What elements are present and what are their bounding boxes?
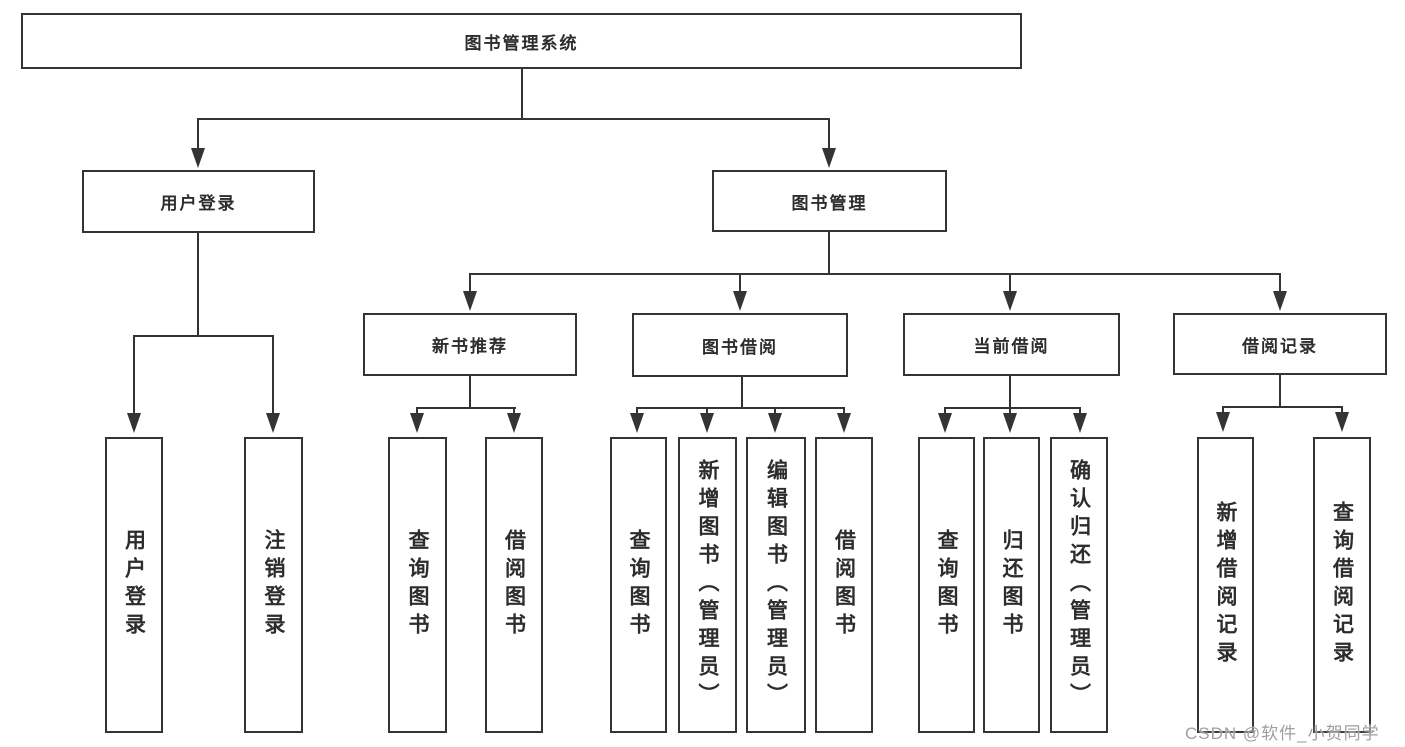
connector-line: [197, 233, 199, 337]
connector-line: [741, 377, 743, 409]
leaf-label: 归还图书: [1000, 529, 1023, 641]
leaf-label: 确认归还（管理员）: [1067, 459, 1091, 711]
arrow-down-icon: [191, 148, 205, 168]
leaf-label: 编辑图书（管理员）: [764, 459, 788, 711]
arrow-down-icon: [822, 148, 836, 168]
connector-line: [774, 409, 776, 415]
connector-line: [272, 337, 274, 415]
arrow-down-icon: [700, 413, 714, 433]
connector-line: [1222, 406, 1343, 408]
connector-line: [1009, 275, 1011, 293]
connector-line: [1279, 275, 1281, 293]
leaf-return-books: 归还图书: [983, 437, 1040, 733]
connector-line: [1222, 408, 1224, 414]
arrow-down-icon: [1003, 291, 1017, 311]
leaf-label: 查询借阅记录: [1330, 501, 1354, 669]
connector-line: [636, 407, 845, 409]
connector-line: [197, 118, 199, 150]
arrow-down-icon: [1273, 291, 1287, 311]
leaf-label: 新增借阅记录: [1214, 501, 1237, 669]
node-user-login: 用户登录: [82, 170, 315, 233]
connector-line: [1079, 409, 1081, 415]
node-new-book-recommendation: 新书推荐: [363, 313, 577, 376]
leaf-add-borrow-record: 新增借阅记录: [1197, 437, 1254, 733]
node-label: 新书推荐: [432, 337, 508, 356]
leaf-borrow-books-borrowing: 借阅图书: [815, 437, 873, 733]
leaf-label: 注销登录: [262, 529, 285, 641]
leaf-borrow-books-recommend: 借阅图书: [485, 437, 543, 733]
connector-line: [739, 275, 741, 293]
node-label: 图书管理: [791, 193, 868, 213]
connector-line: [133, 337, 135, 415]
arrow-down-icon: [1216, 412, 1230, 432]
connector-line: [1009, 376, 1011, 409]
node-label: 借阅记录: [1242, 336, 1318, 356]
watermark: CSDN @软件_小贺同学: [1185, 724, 1380, 743]
leaf-label: 查询图书: [406, 529, 429, 641]
connector-line: [416, 409, 418, 415]
arrow-down-icon: [507, 413, 521, 433]
connector-line: [521, 69, 523, 119]
arrow-down-icon: [127, 413, 141, 433]
node-book-borrowing: 图书借阅: [632, 313, 848, 377]
leaf-confirm-return-admin: 确认归还（管理员）: [1050, 437, 1108, 733]
connector-line: [1279, 375, 1281, 408]
connector-line: [706, 409, 708, 415]
leaf-label: 查询图书: [935, 529, 958, 641]
node-library-management-system: 图书管理系统: [21, 13, 1022, 69]
arrow-down-icon: [1003, 413, 1017, 433]
node-label: 图书借阅: [702, 337, 778, 357]
connector-line: [843, 409, 845, 415]
connector-line: [944, 407, 1081, 409]
connector-line: [133, 335, 274, 337]
leaf-add-books-admin: 新增图书（管理员）: [678, 437, 737, 733]
leaf-label: 用户登录: [122, 529, 146, 641]
connector-line: [944, 409, 946, 415]
arrow-down-icon: [463, 291, 477, 311]
node-current-borrowing: 当前借阅: [903, 313, 1120, 376]
arrow-down-icon: [410, 413, 424, 433]
leaf-label: 借阅图书: [502, 529, 526, 641]
arrow-down-icon: [1073, 413, 1087, 433]
connector-line: [1009, 409, 1011, 415]
connector-line: [469, 275, 471, 293]
connector-line: [469, 273, 1281, 275]
connector-line: [513, 409, 515, 415]
node-label: 用户登录: [160, 194, 237, 213]
node-label: 当前借阅: [973, 337, 1050, 356]
node-borrowing-records: 借阅记录: [1173, 313, 1387, 375]
arrow-down-icon: [733, 291, 747, 311]
leaf-query-books-current: 查询图书: [918, 437, 975, 733]
leaf-user-login: 用户登录: [105, 437, 163, 733]
leaf-query-books-recommend: 查询图书: [388, 437, 447, 733]
arrow-down-icon: [630, 413, 644, 433]
node-book-management: 图书管理: [712, 170, 947, 232]
leaf-edit-books-admin: 编辑图书（管理员）: [746, 437, 806, 733]
leaf-logout-login: 注销登录: [244, 437, 303, 733]
leaf-label: 借阅图书: [832, 529, 856, 641]
leaf-label: 查询图书: [627, 529, 650, 641]
leaf-query-books-borrowing: 查询图书: [610, 437, 667, 733]
arrow-down-icon: [1335, 412, 1349, 432]
connector-line: [197, 118, 830, 120]
connector-line: [636, 409, 638, 415]
arrow-down-icon: [938, 413, 952, 433]
node-label: 图书管理系统: [464, 33, 579, 53]
connector-line: [1341, 408, 1343, 414]
arrow-down-icon: [266, 413, 280, 433]
connector-line: [828, 118, 830, 150]
arrow-down-icon: [837, 413, 851, 433]
arrow-down-icon: [768, 413, 782, 433]
connector-line: [828, 232, 830, 275]
leaf-query-borrow-record: 查询借阅记录: [1313, 437, 1371, 733]
connector-line: [469, 376, 471, 409]
connector-line: [416, 407, 516, 409]
leaf-label: 新增图书（管理员）: [696, 459, 719, 711]
